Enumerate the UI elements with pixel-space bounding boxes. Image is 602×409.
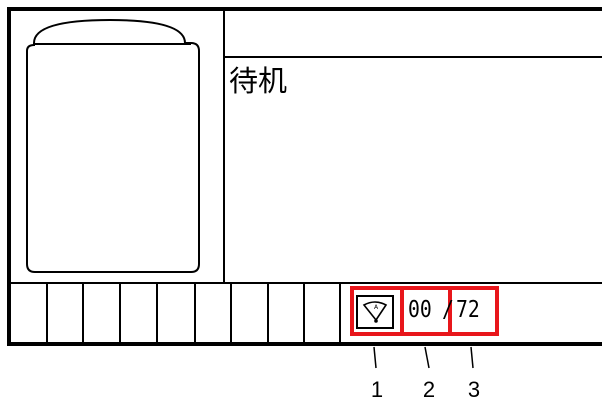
- callout-label-3: 3: [467, 377, 481, 402]
- callout-leaders: [373, 346, 474, 369]
- status-separator: /: [442, 297, 454, 323]
- paper-drawer-icon: [26, 18, 200, 273]
- toner-gauge-icon: A: [356, 295, 394, 329]
- status-right-value: 72: [456, 297, 480, 323]
- callout-highlights: [350, 286, 499, 336]
- callout-label-1: 1: [370, 377, 384, 402]
- status-left-value: 00: [408, 297, 432, 323]
- status-message: 待机: [229, 64, 288, 98]
- status-bar-cells: [46, 283, 341, 344]
- callout-label-2: 2: [422, 377, 436, 402]
- highlight-box-3: [448, 286, 499, 336]
- toner-gauge-icon-letter: A: [374, 304, 379, 311]
